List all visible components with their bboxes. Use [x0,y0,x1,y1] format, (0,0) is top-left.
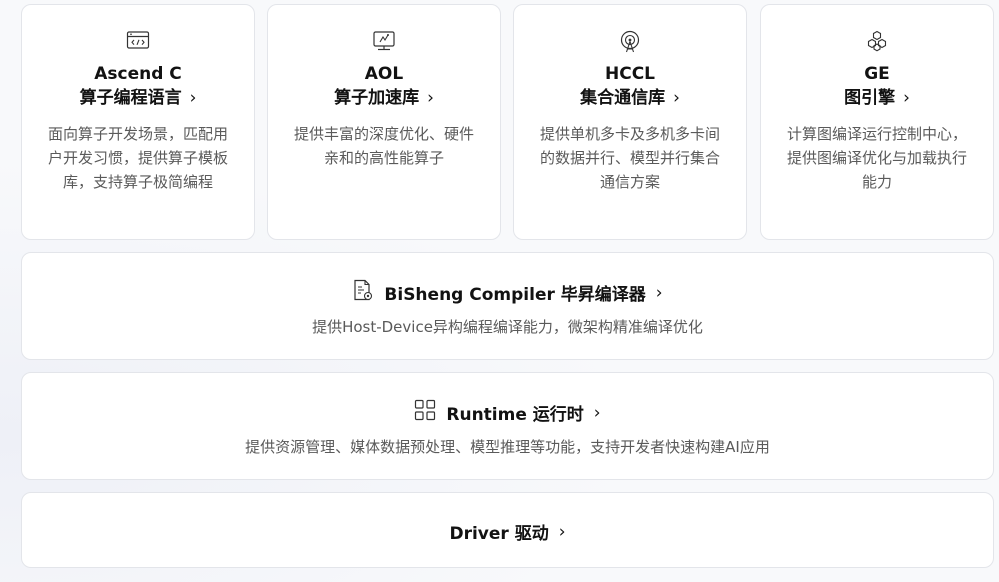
card-ascend-c[interactable]: Ascend C 算子编程语言› 面向算子开发场景，匹配用户开发习惯，提供算子模… [21,4,255,240]
chevron-right-icon: › [558,521,566,542]
code-window-icon [22,30,254,54]
card-aol[interactable]: AOL 算子加速库› 提供丰富的深度优化、硬件亲和的高性能算子 [267,4,501,240]
card-description: 面向算子开发场景，匹配用户开发习惯，提供算子模板库，支持算子极简编程 [47,125,228,191]
card-title: AOL [364,64,404,84]
card-description: 提供资源管理、媒体数据预处理、模型推理等功能，支持开发者快速构建AI应用 [245,438,770,456]
card-hccl[interactable]: HCCL 集合通信库› 提供单机多卡及多机多卡间的数据并行、模型并行集合通信方案 [513,4,747,240]
card-title-link[interactable]: Driver 驱动 › [22,519,993,545]
chevron-right-icon: › [427,88,434,108]
communication-tower-icon [514,30,746,54]
card-title: GE [864,64,890,84]
card-title: Ascend C [94,64,182,84]
card-subtitle-link[interactable]: 算子加速库› [334,88,434,108]
card-title: HCCL [604,64,655,84]
chevron-right-icon: › [673,88,680,108]
chevron-right-icon: › [593,402,601,423]
card-ge[interactable]: GE 图引擎› 计算图编译运行控制中心，提供图编译优化与加载执行能力 [760,4,994,240]
card-driver[interactable]: Driver 驱动 › [21,492,994,568]
card-description: 计算图编译运行控制中心，提供图编译优化与加载执行能力 [786,125,967,191]
card-runtime[interactable]: Runtime 运行时 › 提供资源管理、媒体数据预处理、模型推理等功能，支持开… [21,372,994,480]
card-title-link[interactable]: Runtime 运行时 › [22,399,993,426]
card-description: 提供Host-Device异构编程编译能力，微架构精准编译优化 [312,318,703,336]
grid-app-icon [414,399,436,426]
card-bisheng-compiler[interactable]: BiSheng Compiler 毕昇编译器 › 提供Host-Device异构… [21,252,994,360]
chevron-right-icon: › [189,88,197,108]
card-subtitle-link[interactable]: 集合通信库› [580,88,680,108]
compiler-document-icon [352,279,374,306]
card-title: Runtime 运行时 [446,405,584,425]
card-title: Driver 驱动 [449,524,549,544]
card-title: BiSheng Compiler 毕昇编译器 [384,285,646,305]
card-description: 提供丰富的深度优化、硬件亲和的高性能算子 [293,125,474,167]
chevron-right-icon: › [655,282,663,303]
operator-library-icon [268,30,500,54]
card-subtitle-link[interactable]: 算子编程语言› [79,88,197,108]
hexagon-cluster-icon [761,30,993,54]
card-subtitle-link[interactable]: 图引擎› [844,88,910,108]
card-description: 提供单机多卡及多机多卡间的数据并行、模型并行集合通信方案 [539,125,720,191]
card-title-link[interactable]: BiSheng Compiler 毕昇编译器 › [22,279,993,306]
chevron-right-icon: › [903,88,910,108]
